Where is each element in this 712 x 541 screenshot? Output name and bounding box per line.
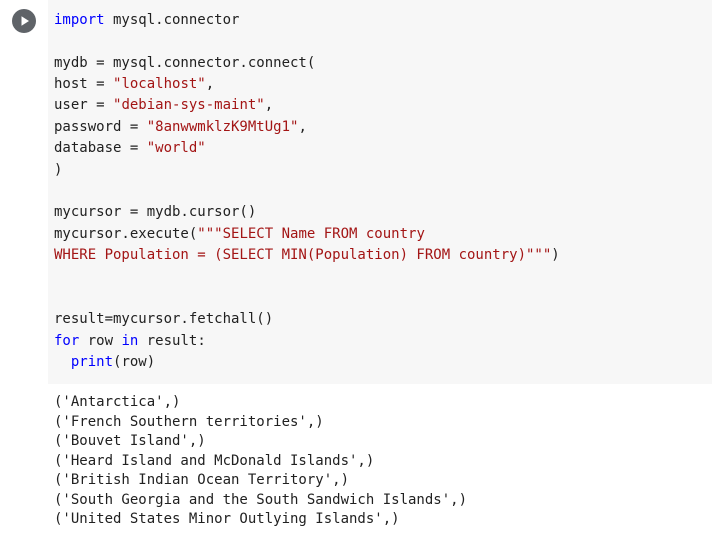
code-line: user = "debian-sys-maint", bbox=[54, 95, 273, 115]
code-text: mysql.connector bbox=[104, 12, 240, 28]
cell-gutter bbox=[0, 0, 48, 384]
code-text: ) bbox=[551, 247, 560, 263]
code-editor[interactable]: import mysql.connector mydb = mysql.conn… bbox=[48, 0, 712, 384]
code-text: database = bbox=[54, 140, 147, 156]
code-line: import mysql.connector bbox=[54, 10, 239, 30]
code-text: , bbox=[205, 76, 215, 92]
run-cell-button[interactable] bbox=[12, 9, 36, 33]
code-line: mydb = mysql.connector.connect( bbox=[54, 53, 315, 73]
play-icon bbox=[21, 16, 29, 26]
code-text: mydb = mysql.connector.connect( bbox=[54, 55, 316, 71]
code-text: result: bbox=[138, 333, 206, 349]
string-literal: "world" bbox=[146, 140, 206, 156]
builtin-print: print bbox=[70, 354, 114, 370]
output-line: ('Bouvet Island',) bbox=[54, 433, 206, 449]
output-line: ('Antarctica',) bbox=[54, 394, 181, 410]
code-text: user = bbox=[54, 97, 114, 113]
string-literal: "8anwwmklzK9MtUg1" bbox=[146, 119, 299, 135]
code-line: for row in result: bbox=[54, 331, 206, 351]
code-line: mycursor = mydb.cursor() bbox=[54, 202, 256, 222]
code-indent bbox=[54, 354, 71, 370]
code-text: ) bbox=[54, 162, 63, 178]
string-literal: "localhost" bbox=[113, 76, 206, 92]
code-text: (row) bbox=[113, 354, 156, 370]
code-text: result=mycursor.fetchall() bbox=[54, 311, 274, 327]
code-text: password = bbox=[54, 119, 147, 135]
keyword-for: for bbox=[54, 333, 80, 349]
code-text: row bbox=[79, 333, 122, 349]
code-text: , bbox=[264, 97, 274, 113]
keyword-import: import bbox=[54, 12, 105, 28]
string-literal: """SELECT Name FROM country bbox=[197, 226, 425, 242]
code-line: ) bbox=[54, 160, 62, 180]
code-text: , bbox=[298, 119, 307, 135]
output-line: ('South Georgia and the South Sandwich I… bbox=[54, 492, 468, 508]
code-text: host = bbox=[54, 76, 114, 92]
output-line: ('French Southern territories',) bbox=[54, 414, 324, 430]
cell-output: ('Antarctica',) ('French Southern territ… bbox=[0, 384, 712, 541]
code-line: password = "8anwwmklzK9MtUg1", bbox=[54, 117, 307, 137]
code-line: mycursor.execute("""SELECT Name FROM cou… bbox=[54, 224, 425, 244]
code-line: result=mycursor.fetchall() bbox=[54, 309, 273, 329]
code-line: database = "world" bbox=[54, 138, 206, 158]
keyword-in: in bbox=[121, 333, 139, 349]
output-line: ('Heard Island and McDonald Islands',) bbox=[54, 453, 375, 469]
code-line: WHERE Population = (SELECT MIN(Populatio… bbox=[54, 245, 560, 265]
string-literal: WHERE Population = (SELECT MIN(Populatio… bbox=[54, 247, 552, 263]
code-line: print(row) bbox=[54, 352, 155, 372]
code-text: mycursor.execute( bbox=[54, 226, 198, 242]
code-line: host = "localhost", bbox=[54, 74, 214, 94]
output-line: ('British Indian Ocean Territory',) bbox=[54, 472, 350, 488]
output-line: ('United States Minor Outlying Islands',… bbox=[54, 511, 400, 527]
code-text: mycursor = mydb.cursor() bbox=[54, 204, 257, 220]
string-literal: "debian-sys-maint" bbox=[113, 97, 265, 113]
